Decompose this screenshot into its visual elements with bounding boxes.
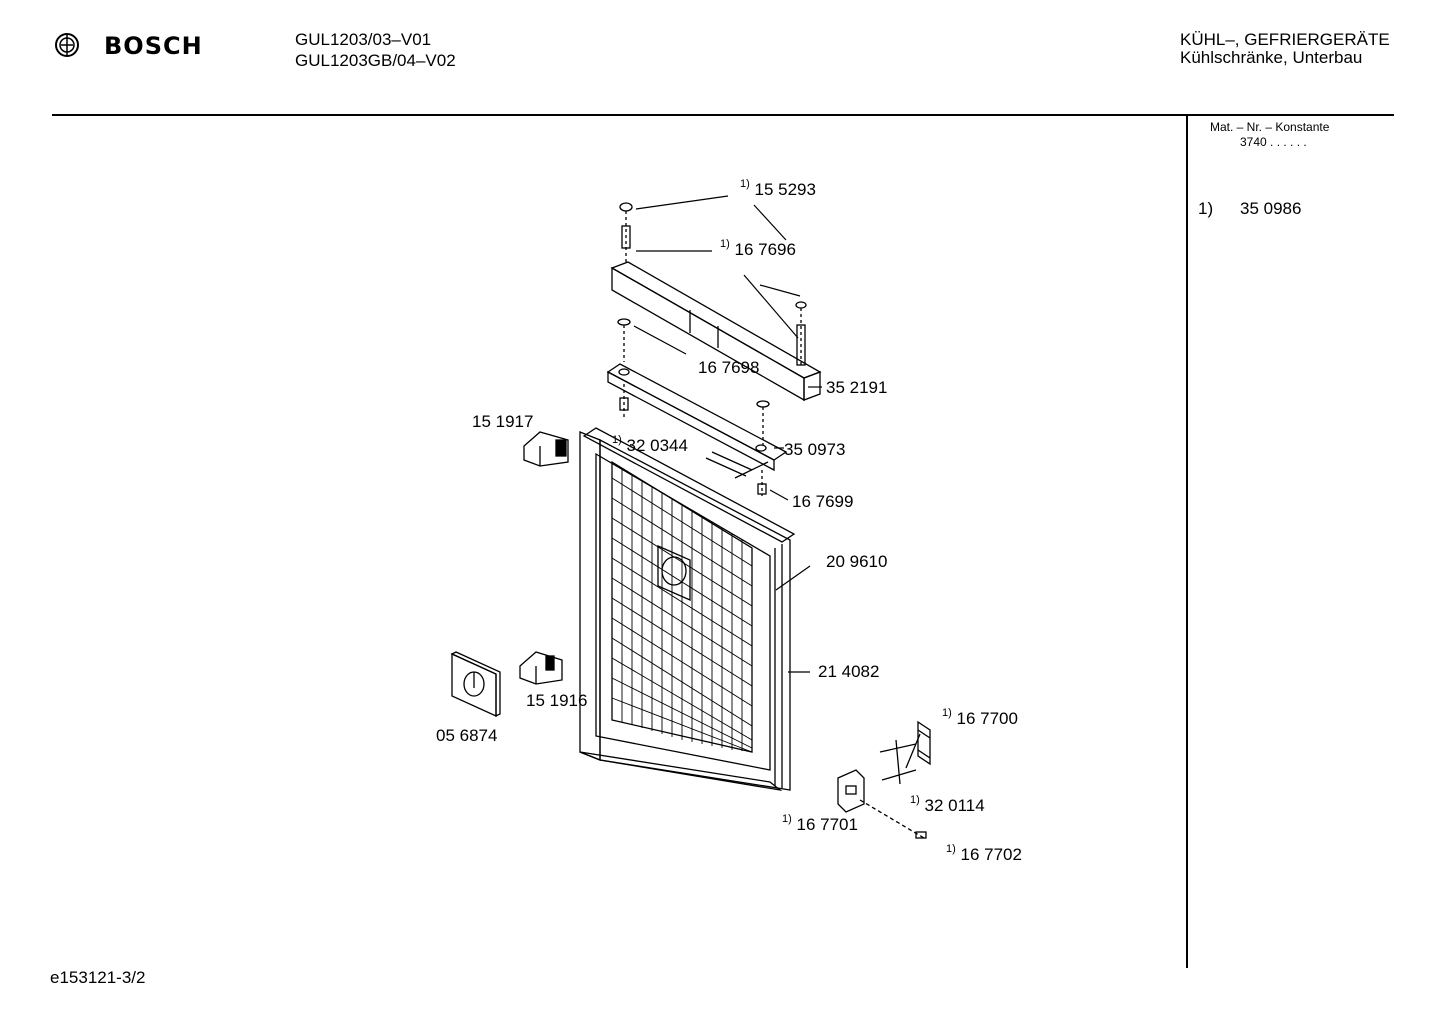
footnote-marker: 1) [1198,199,1214,218]
document-id: e153121-3/2 [50,968,146,987]
footnote-value: 35 0986 [1240,199,1302,218]
screw-top [621,225,631,249]
mat-nr-code: 3740 . . . . . . [1240,135,1307,149]
mat-nr-label: Mat. – Nr. – Konstante [1210,120,1330,134]
sidebar-divider [1186,116,1188,968]
bosch-logo [52,30,82,65]
hinge-167700 [917,720,931,766]
part-label-320114: 1) 32 0114 [910,794,985,815]
clip-151917 [523,431,569,467]
part-label-167702: 1) 16 7702 [946,843,1022,864]
hinge-167701 [837,769,865,813]
grille-mesh [611,468,753,753]
part-label-167701: 1) 16 7701 [782,813,858,834]
part-label-167699: 16 7699 [792,492,854,511]
model-number-1: GUL1203/03–V01 [295,30,432,49]
part-label-167698: 16 7698 [698,358,760,377]
part-label-155293: 1) 15 5293 [740,178,816,199]
category-subtitle: Kühlschränke, Unterbau [1180,48,1363,67]
model-number-2: GUL1203GB/04–V02 [295,51,456,70]
brand-name: BOSCH [104,32,203,60]
clip-151916 [519,651,563,685]
bosch-armature-icon [55,33,79,57]
part-label-214082: 21 4082 [818,662,880,681]
category-title: KÜHL–, GEFRIERGERÄTE [1180,30,1390,49]
part-label-352191: 35 2191 [826,378,888,397]
part-label-151916: 15 1916 [526,691,588,710]
part-label-209610: 20 9610 [826,552,888,571]
part-label-350973: 35 0973 [784,440,846,459]
part-label-167700: 1) 16 7700 [942,707,1018,728]
part-label-151917: 15 1917 [472,412,534,431]
part-label-320344: 1) 32 0344 [612,434,688,455]
header-rule [52,114,1394,116]
nut-top [619,202,633,212]
part-label-056874: 05 6874 [436,726,498,745]
leader-lines [633,195,822,673]
part-label-167696: 1) 16 7696 [720,238,796,259]
